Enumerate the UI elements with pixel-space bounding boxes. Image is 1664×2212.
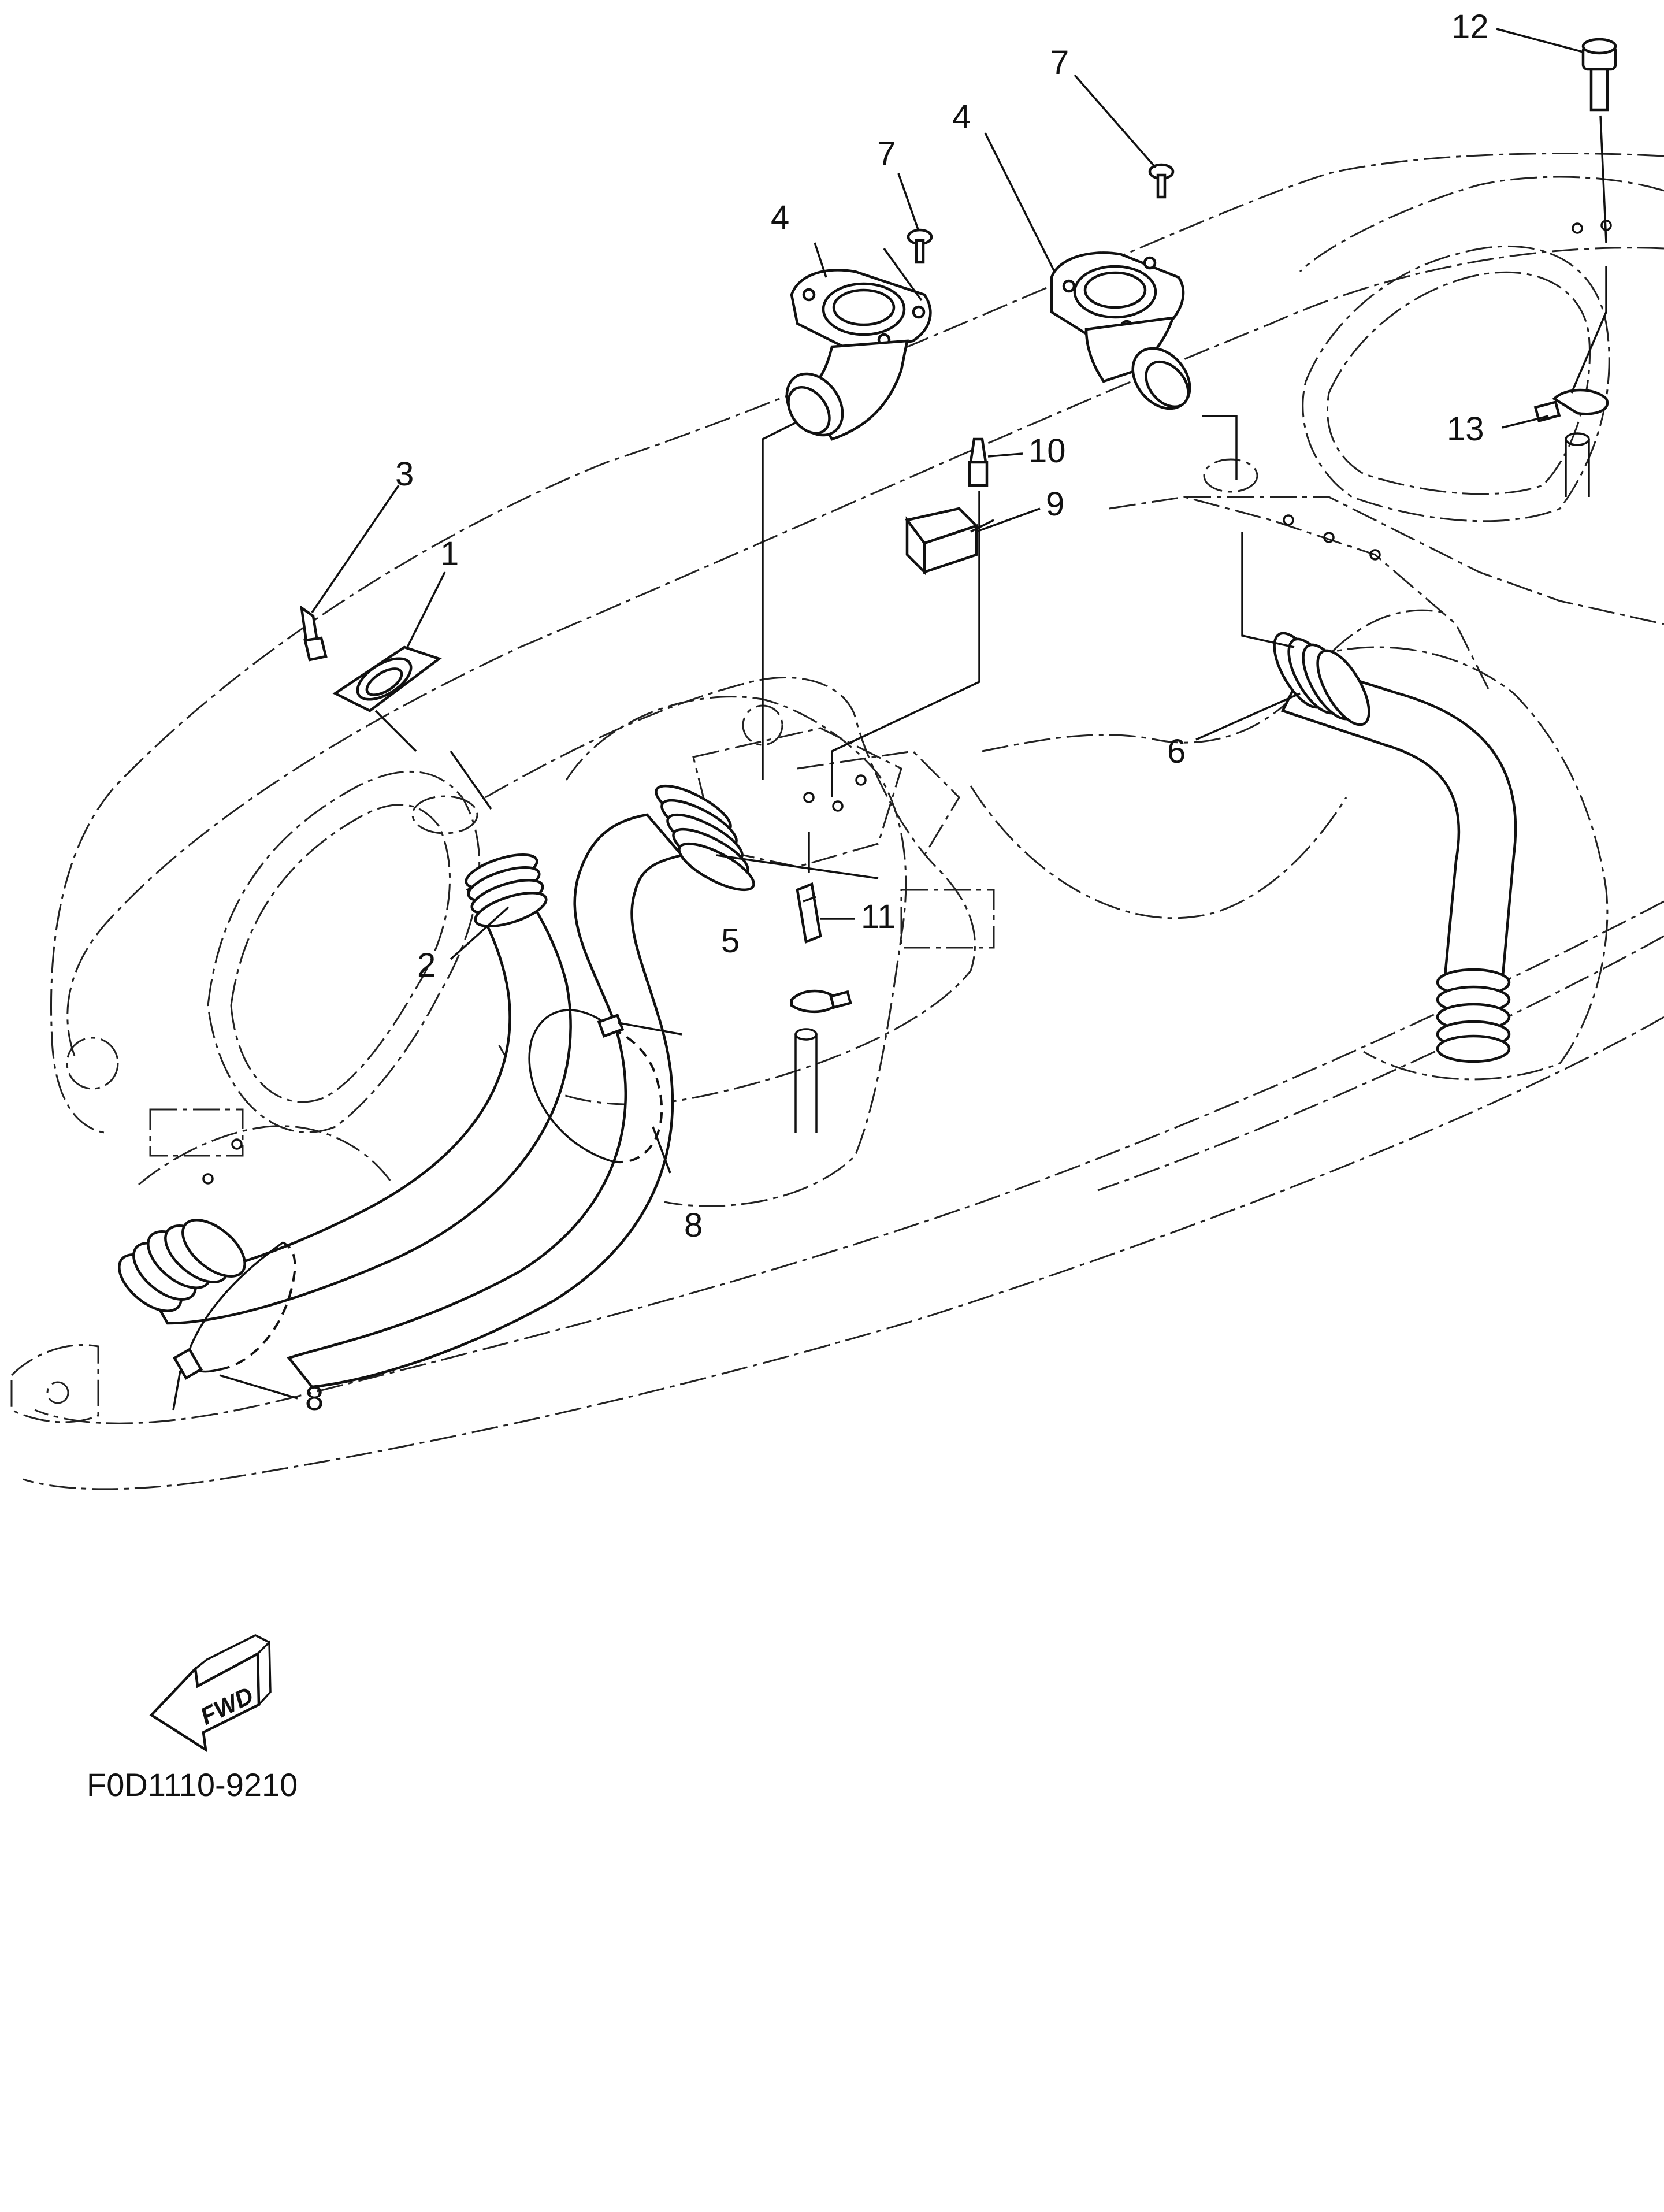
diagram-code: F0D1110-9210: [87, 1766, 298, 1803]
callout-13: 13: [1447, 410, 1484, 448]
hose-6-upper-bellows: [1273, 632, 1370, 726]
part-7-screw-left: [907, 228, 933, 264]
callout-8-lower: 8: [305, 1380, 324, 1417]
callout-4-right: 4: [952, 98, 971, 136]
part-1-flange: [332, 645, 442, 712]
part-6-hose: [1273, 632, 1517, 1063]
clamp-small-center: [790, 989, 852, 1014]
callout-8-upper: 8: [684, 1207, 703, 1244]
callout-5: 5: [721, 922, 740, 960]
callout-leaders: [219, 28, 1584, 1400]
callout-4-left: 4: [771, 199, 789, 236]
callout-6: 6: [1167, 733, 1186, 770]
callout-7-right: 7: [1050, 44, 1069, 81]
part-4-elbow-right: [1050, 251, 1191, 410]
hose-5-bellows: [655, 784, 755, 892]
callout-12: 12: [1451, 8, 1489, 46]
callout-2: 2: [417, 947, 436, 984]
callout-7-left: 7: [877, 135, 896, 173]
callout-1: 1: [440, 535, 459, 573]
part-4-elbow-left: [785, 269, 932, 441]
fwd-arrow: FWD: [149, 1634, 272, 1753]
hose-2-bellows: [465, 853, 548, 928]
callout-11: 11: [861, 898, 896, 936]
part-3-rivet: [300, 605, 328, 662]
part-9-block: [905, 507, 979, 576]
part-12-screw: [1581, 38, 1617, 112]
assembly-lines: [374, 115, 1607, 873]
callout-labels: 1 2 3 4 4 5 6 7 7 8 8 9 10 11 12 13: [305, 8, 1489, 1417]
small-pipe-center: [794, 1028, 818, 1133]
hull-outline: [10, 152, 1664, 1490]
part-2-hose: [118, 853, 572, 1325]
part-13-clamp: [1533, 388, 1609, 497]
hose-front-bellows: [118, 1219, 246, 1312]
part-7-screw-right: [1148, 163, 1175, 199]
part-10-pin: [968, 437, 989, 487]
callout-3: 3: [395, 455, 414, 493]
callout-9: 9: [1046, 485, 1064, 523]
part-11-clip: [796, 882, 822, 944]
part-5-hose: [287, 784, 755, 1389]
part-8-cable-tie-lower: [172, 1241, 296, 1411]
hose-6-lower-bellows: [1436, 968, 1511, 1063]
callout-10: 10: [1028, 432, 1066, 470]
part-8-cable-tie-upper: [528, 1009, 682, 1164]
